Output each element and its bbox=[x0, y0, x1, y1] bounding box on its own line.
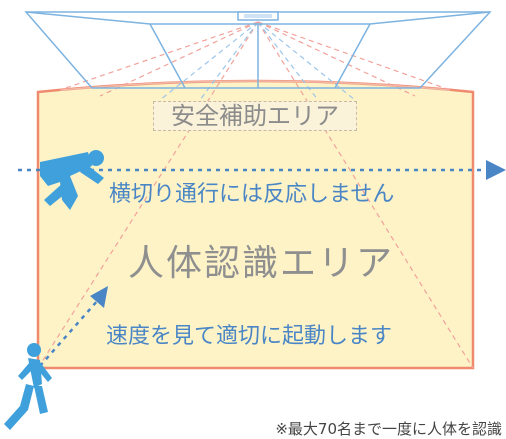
crossing-arrow bbox=[18, 160, 506, 180]
speed-note: 速度を見て適切に起動します bbox=[106, 324, 393, 349]
ceiling-sensor-icon bbox=[237, 11, 279, 21]
sensor-beams bbox=[37, 21, 474, 369]
walking-person-icon bbox=[4, 343, 52, 430]
footnote: ※最大70名まで一度に人体を認識 bbox=[275, 420, 502, 438]
detection-area-label: 人体認識エリア bbox=[128, 243, 395, 284]
safety-zone-edge bbox=[59, 80, 451, 91]
crossing-note: 横切り通行には反応しません bbox=[109, 182, 395, 207]
running-person-icon bbox=[40, 150, 104, 210]
sensor-frame bbox=[24, 11, 492, 89]
approach-arrow bbox=[39, 286, 108, 367]
safety-area-label: 安全補助エリア bbox=[153, 101, 357, 131]
